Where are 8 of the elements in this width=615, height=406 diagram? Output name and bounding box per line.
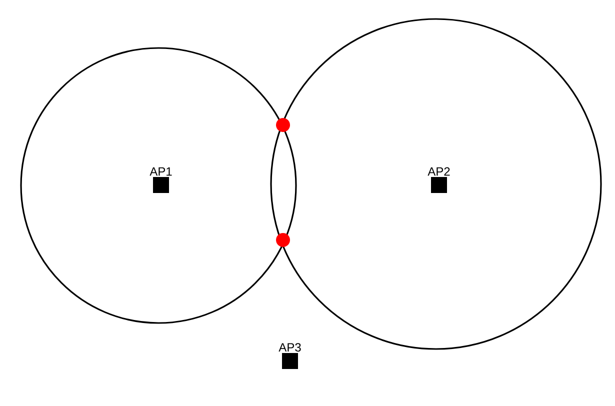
node-label: AP3 [278, 343, 301, 352]
access-point: AP3 [278, 343, 301, 369]
coverage-circle [20, 47, 297, 324]
node-label: AP1 [150, 167, 172, 176]
coverage-circle [270, 18, 602, 350]
access-point: AP1 [150, 167, 172, 193]
access-point: AP2 [428, 167, 450, 193]
node-label: AP2 [428, 167, 450, 176]
